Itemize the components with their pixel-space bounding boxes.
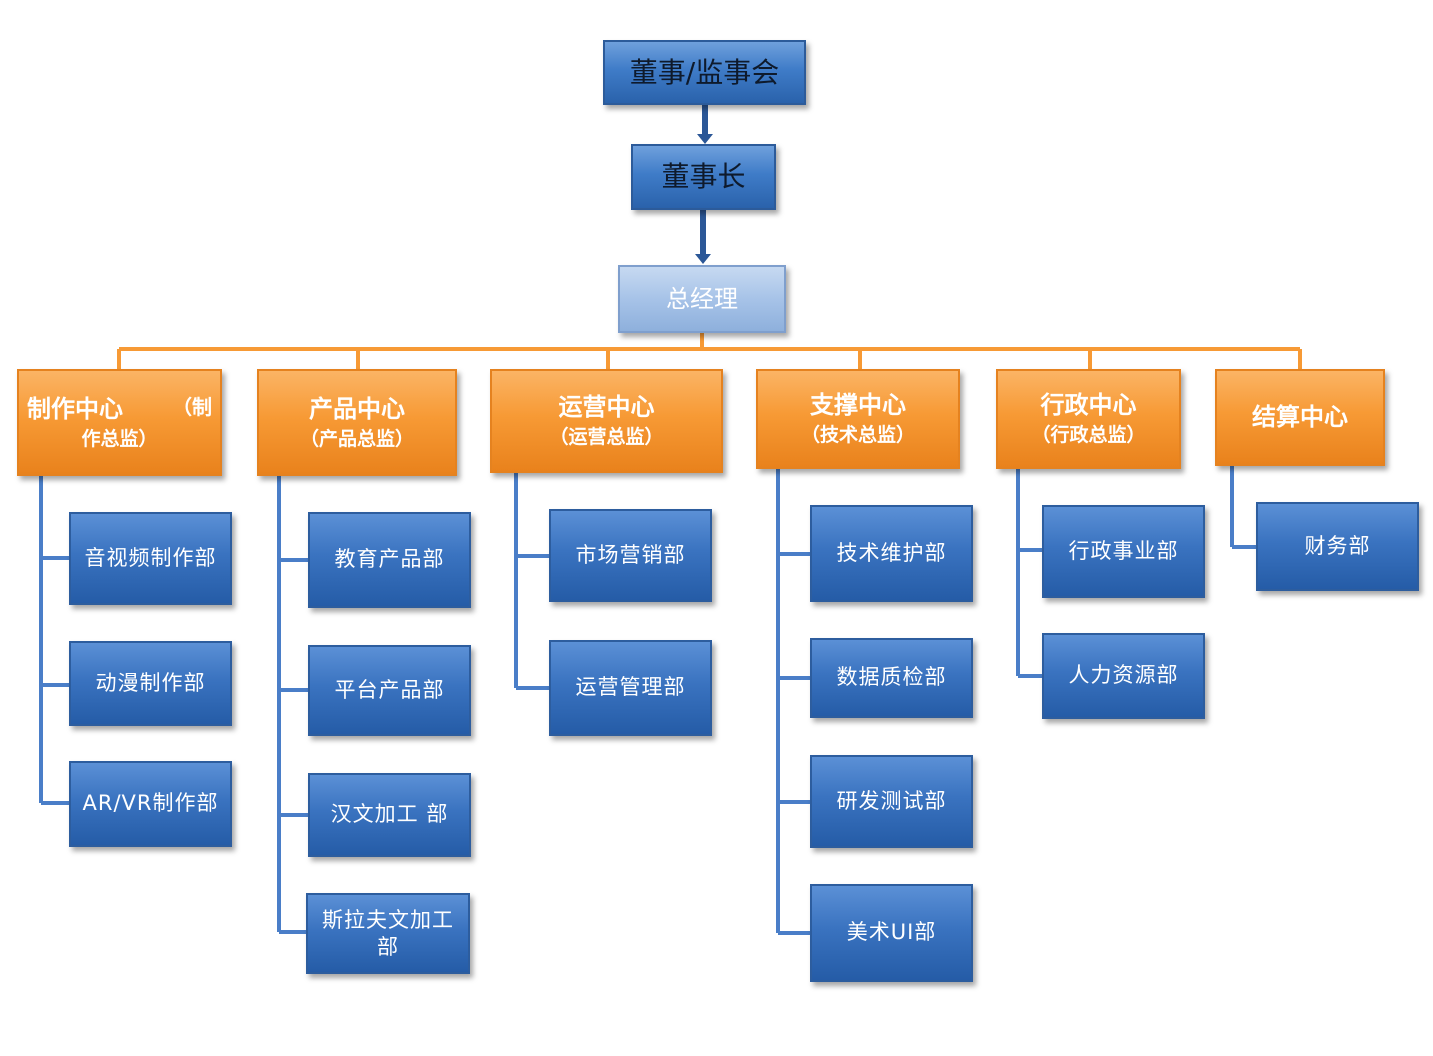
dept-label: 斯拉夫文加工部 bbox=[322, 908, 454, 959]
dept-av-production[interactable]: 音视频制作部 bbox=[69, 512, 232, 605]
center-operations[interactable]: 运营中心 （运营总监） bbox=[490, 369, 723, 473]
chairman-node[interactable]: 董事长 bbox=[631, 144, 776, 210]
center-production[interactable]: 制作中心 （制 作总监） bbox=[17, 369, 222, 476]
dept-label: 研发测试部 bbox=[836, 788, 947, 813]
dept-label: 美术UI部 bbox=[846, 920, 937, 945]
center-admin-sub: （行政总监） bbox=[1031, 424, 1146, 446]
dept-label: 行政事业部 bbox=[1068, 538, 1179, 563]
center-bus bbox=[117, 333, 1302, 369]
dept-label: 运营管理部 bbox=[575, 675, 686, 700]
center-operations-name: 运营中心 bbox=[558, 393, 655, 422]
dept-platform-product[interactable]: 平台产品部 bbox=[308, 645, 471, 736]
dept-label: 教育产品部 bbox=[334, 547, 445, 572]
gm-label: 总经理 bbox=[666, 284, 738, 313]
center-support-name: 支撑中心 bbox=[810, 391, 906, 420]
center-product-sub: （产品总监） bbox=[299, 427, 414, 450]
dept-label: 技术维护部 bbox=[836, 540, 947, 565]
dept-label: AR/VR制作部 bbox=[82, 791, 219, 816]
dept-label: 汉文加工 部 bbox=[330, 802, 449, 827]
dept-admin-affairs[interactable]: 行政事业部 bbox=[1042, 505, 1205, 598]
center-settlement[interactable]: 结算中心 bbox=[1215, 369, 1385, 466]
arrowhead-gm bbox=[695, 254, 711, 264]
dept-rd-testing[interactable]: 研发测试部 bbox=[810, 755, 973, 848]
dept-label: 音视频制作部 bbox=[84, 545, 217, 570]
center-admin-name: 行政中心 bbox=[1040, 391, 1137, 420]
dept-brackets bbox=[39, 466, 1258, 935]
center-production-name: 制作中心 bbox=[27, 394, 123, 423]
dept-finance[interactable]: 财务部 bbox=[1256, 502, 1419, 591]
dept-label: 人力资源部 bbox=[1068, 663, 1179, 688]
center-production-sub-b: 作总监） bbox=[81, 427, 158, 450]
dept-marketing[interactable]: 市场营销部 bbox=[549, 509, 712, 602]
dept-education-product[interactable]: 教育产品部 bbox=[308, 512, 471, 608]
center-support-sub: （技术总监） bbox=[800, 424, 915, 446]
dept-chinese-processing[interactable]: 汉文加工 部 bbox=[308, 773, 471, 857]
dept-art-ui[interactable]: 美术UI部 bbox=[810, 884, 973, 982]
dept-arvr[interactable]: AR/VR制作部 bbox=[69, 761, 232, 847]
center-settlement-name: 结算中心 bbox=[1252, 403, 1348, 432]
gm-node[interactable]: 总经理 bbox=[618, 265, 786, 333]
dept-hr[interactable]: 人力资源部 bbox=[1042, 633, 1205, 719]
dept-label: 动漫制作部 bbox=[95, 670, 206, 695]
dept-label: 市场营销部 bbox=[575, 542, 686, 567]
dept-label: 财务部 bbox=[1304, 533, 1371, 558]
arrowhead-chairman bbox=[697, 134, 713, 144]
dept-slavic-processing[interactable]: 斯拉夫文加工部 bbox=[306, 893, 470, 974]
dept-data-qa[interactable]: 数据质检部 bbox=[810, 638, 973, 718]
dept-tech-maintenance[interactable]: 技术维护部 bbox=[810, 505, 973, 602]
center-operations-sub: （运营总监） bbox=[549, 426, 664, 448]
center-production-sub-a: （制 bbox=[172, 394, 212, 419]
dept-operations-mgmt[interactable]: 运营管理部 bbox=[549, 640, 712, 736]
center-admin[interactable]: 行政中心 （行政总监） bbox=[996, 369, 1181, 469]
board-label: 董事/监事会 bbox=[629, 55, 780, 89]
center-product-name: 产品中心 bbox=[309, 394, 405, 423]
dept-label: 平台产品部 bbox=[334, 677, 445, 702]
board-node[interactable]: 董事/监事会 bbox=[603, 40, 806, 105]
center-product[interactable]: 产品中心 （产品总监） bbox=[257, 369, 457, 476]
dept-animation[interactable]: 动漫制作部 bbox=[69, 641, 232, 726]
center-support[interactable]: 支撑中心 （技术总监） bbox=[756, 369, 960, 469]
chairman-label: 董事长 bbox=[661, 160, 746, 194]
dept-label: 数据质检部 bbox=[836, 665, 947, 690]
